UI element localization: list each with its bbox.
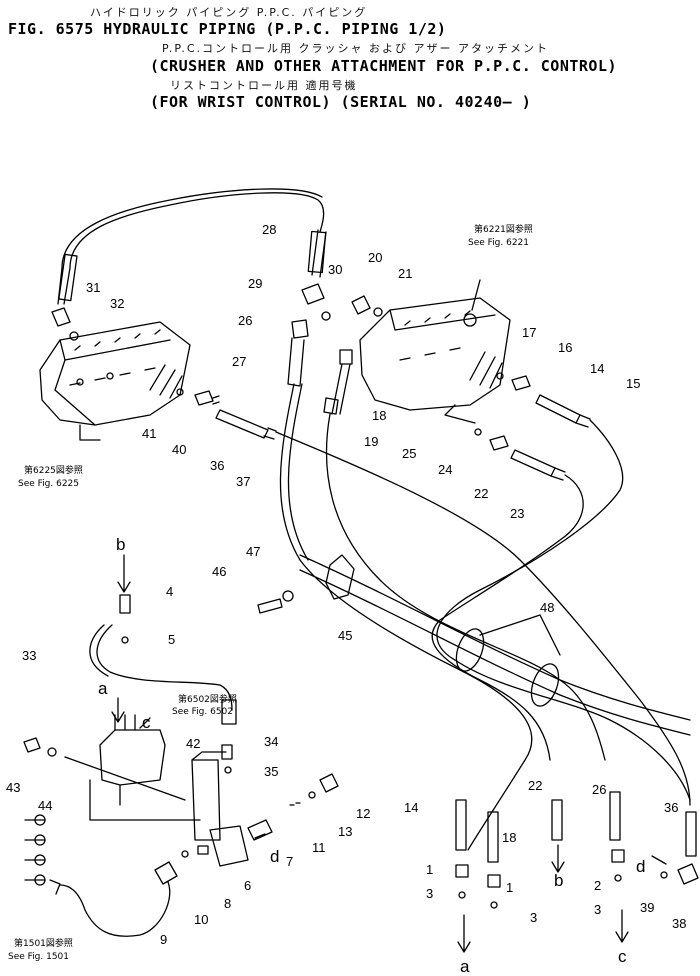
- title-en-2: (CRUSHER AND OTHER ATTACHMENT FOR P.P.C.…: [150, 57, 618, 75]
- part-18a: 18: [372, 408, 386, 423]
- part-1a: 1: [426, 862, 433, 877]
- ref-1501-jp: 第1501図参照: [14, 937, 73, 949]
- title-en-1: FIG. 6575 HYDRAULIC PIPING (P.P.C. PIPIN…: [8, 20, 447, 38]
- letter-b-top: b: [116, 535, 125, 554]
- part-37: 37: [236, 474, 250, 489]
- part-35: 35: [264, 764, 278, 779]
- part-22a: 22: [474, 486, 488, 501]
- part-14b: 14: [404, 800, 418, 815]
- part-24: 24: [438, 462, 452, 477]
- arrow-d-left: [254, 833, 266, 839]
- part-5: 5: [168, 632, 175, 647]
- part-2: 2: [594, 878, 601, 893]
- part-1b: 1: [506, 880, 513, 895]
- ref-6502-jp: 第6502図参照: [178, 693, 237, 705]
- figure-header: ハイドロリック パイピング P.P.C. パイピング FIG. 6575 HYD…: [0, 0, 700, 120]
- arrow-a-mid: [111, 697, 125, 723]
- title-jp-3: リストコントロール用 適用号機: [170, 79, 358, 92]
- part-46: 46: [212, 564, 226, 579]
- part-10: 10: [194, 912, 208, 927]
- part-14a: 14: [590, 361, 604, 376]
- part-36a: 36: [210, 458, 224, 473]
- part-31: 31: [86, 280, 100, 295]
- part-6: 6: [244, 878, 251, 893]
- part-45: 45: [338, 628, 352, 643]
- arrow-b-top: [117, 554, 131, 593]
- ref-6221-jp: 第6221図参照: [474, 223, 533, 235]
- part-44: 44: [38, 798, 52, 813]
- part-36b: 36: [664, 800, 678, 815]
- letter-d-right: d: [636, 857, 645, 876]
- part-27: 27: [232, 354, 246, 369]
- part-41: 41: [142, 426, 156, 441]
- ref-1501-en: See Fig. 1501: [8, 952, 69, 962]
- part-9: 9: [160, 932, 167, 947]
- arrow-a-bottom: [457, 914, 471, 953]
- part-28: 28: [262, 222, 276, 237]
- title-en-3: (FOR WRIST CONTROL) (SERIAL NO. 40240– ): [150, 93, 532, 111]
- part-48: 48: [540, 600, 554, 615]
- letter-b-bottom: b: [554, 871, 563, 890]
- part-12: 12: [356, 806, 370, 821]
- arrow-d-right: [651, 855, 667, 865]
- part-33: 33: [22, 648, 36, 663]
- letter-a-bottom: a: [460, 957, 470, 976]
- ref-6221-en: See Fig. 6221: [468, 238, 529, 248]
- part-3c: 3: [594, 902, 601, 917]
- title-jp-1: ハイドロリック パイピング P.P.C. パイピング: [90, 6, 368, 19]
- part-3b: 3: [530, 910, 537, 925]
- part-13: 13: [338, 824, 352, 839]
- part-16: 16: [558, 340, 572, 355]
- right-control-valve: [359, 279, 511, 424]
- part-32: 32: [110, 296, 124, 311]
- part-26a: 26: [238, 313, 252, 328]
- part-38: 38: [672, 916, 686, 931]
- ref-6502-en: See Fig. 6502: [172, 707, 233, 717]
- part-47: 47: [246, 544, 260, 559]
- arrow-c-bottom: [615, 909, 629, 943]
- part-40: 40: [172, 442, 186, 457]
- part-8: 8: [224, 896, 231, 911]
- part-26b: 26: [592, 782, 606, 797]
- clamp: [325, 554, 355, 600]
- left-control-valve: [39, 321, 191, 441]
- part-20: 20: [368, 250, 382, 265]
- part-11: 11: [312, 840, 326, 855]
- part-39: 39: [640, 900, 654, 915]
- part-43: 43: [6, 780, 20, 795]
- letter-d-left: d: [270, 847, 279, 866]
- top-hose: [69, 192, 325, 269]
- part-42: 42: [186, 736, 200, 751]
- part-30: 30: [328, 262, 342, 277]
- part-17: 17: [522, 325, 536, 340]
- ppc-valve-c: [89, 714, 201, 821]
- arrow-b-bottom: [551, 844, 565, 873]
- letter-c-mid: c: [142, 713, 151, 732]
- part-23: 23: [510, 506, 524, 521]
- ref-6225-jp: 第6225図参照: [24, 464, 83, 476]
- arrow-c-mid: [139, 717, 151, 729]
- part-3a: 3: [426, 886, 433, 901]
- title-jp-2: P.P.C.コントロール用 クラッシャ および アザー アタッチメント: [162, 42, 549, 55]
- part-34: 34: [264, 734, 278, 749]
- part-4: 4: [166, 584, 173, 599]
- letter-a-mid: a: [98, 679, 108, 698]
- part-7: 7: [286, 854, 293, 869]
- letter-c-bottom: c: [618, 947, 627, 966]
- part-18b: 18: [502, 830, 516, 845]
- part-25: 25: [402, 446, 416, 461]
- part-19: 19: [364, 434, 378, 449]
- part-22b: 22: [528, 778, 542, 793]
- part-15: 15: [626, 376, 640, 391]
- ref-6225-en: See Fig. 6225: [18, 479, 79, 489]
- part-21: 21: [398, 266, 412, 281]
- part-29: 29: [248, 276, 262, 291]
